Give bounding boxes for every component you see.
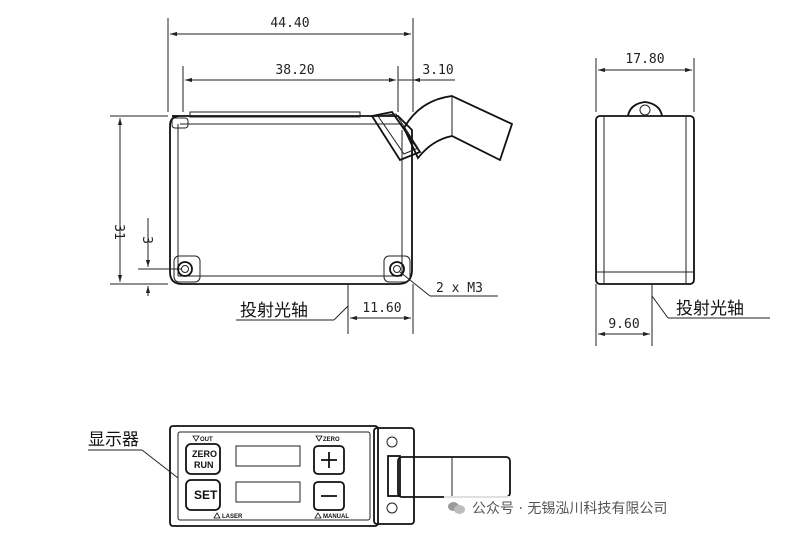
display-label: 显示器	[88, 430, 179, 479]
svg-text:投射光轴: 投射光轴	[240, 301, 308, 321]
dim-body-length: 38.20	[185, 63, 396, 83]
svg-text:显示器: 显示器	[88, 430, 139, 450]
side-cable-stub	[627, 101, 663, 117]
dim-axis-offset-front: 11.60	[350, 301, 411, 321]
svg-text:11.60: 11.60	[362, 301, 401, 316]
dim-width: 17.80	[598, 52, 692, 73]
svg-text:RUN: RUN	[194, 460, 214, 470]
svg-text:ZERO: ZERO	[323, 437, 340, 443]
dim-cable-offset: 3.10	[398, 63, 455, 83]
zero-run-button[interactable]: ZERO RUN	[185, 443, 221, 475]
dim-axis-offset-side: 9.60	[598, 317, 650, 337]
svg-text:31: 31	[111, 224, 126, 240]
watermark-text: 公众号 · 无锡泓川科技有限公司	[472, 501, 668, 517]
dim-hole-height: 3	[139, 218, 154, 296]
minus-button[interactable]	[313, 481, 345, 511]
svg-text:ZERO: ZERO	[192, 449, 217, 459]
svg-text:9.60: 9.60	[608, 317, 639, 332]
front-housing	[169, 115, 413, 285]
svg-text:17.80: 17.80	[625, 52, 664, 67]
dim-height: 31	[111, 118, 126, 282]
svg-text:3: 3	[139, 236, 154, 244]
svg-text:2 x M3: 2 x M3	[436, 281, 483, 296]
top-connector	[373, 427, 415, 525]
svg-text:OUT: OUT	[200, 437, 213, 443]
svg-text:投射光轴: 投射光轴	[676, 299, 744, 319]
svg-text:MANUAL: MANUAL	[323, 514, 349, 520]
side-housing	[595, 115, 695, 285]
top-housing	[169, 425, 379, 527]
set-button[interactable]: SET	[185, 479, 221, 511]
svg-text:LASER: LASER	[222, 514, 243, 520]
plus-button[interactable]	[313, 445, 345, 475]
front-view: 44.40 38.20 3.10	[110, 16, 514, 334]
mount-hole-callout: 2 x M3	[399, 271, 498, 297]
front-cable	[370, 95, 514, 162]
svg-text:38.20: 38.20	[275, 63, 314, 78]
emission-axis-label-side: 投射光轴	[651, 295, 770, 319]
svg-text:44.40: 44.40	[270, 16, 309, 31]
side-view: 17.80 9.60 投射光轴	[595, 52, 770, 346]
svg-text:3.10: 3.10	[422, 63, 453, 78]
wechat-icon	[448, 501, 466, 515]
mount-hole-right	[383, 255, 411, 283]
svg-text:SET: SET	[194, 488, 218, 502]
dim-overall-length: 44.40	[170, 16, 411, 37]
emission-axis-label-front: 投射光轴	[236, 301, 349, 321]
watermark: 公众号 · 无锡泓川科技有限公司	[444, 496, 672, 520]
